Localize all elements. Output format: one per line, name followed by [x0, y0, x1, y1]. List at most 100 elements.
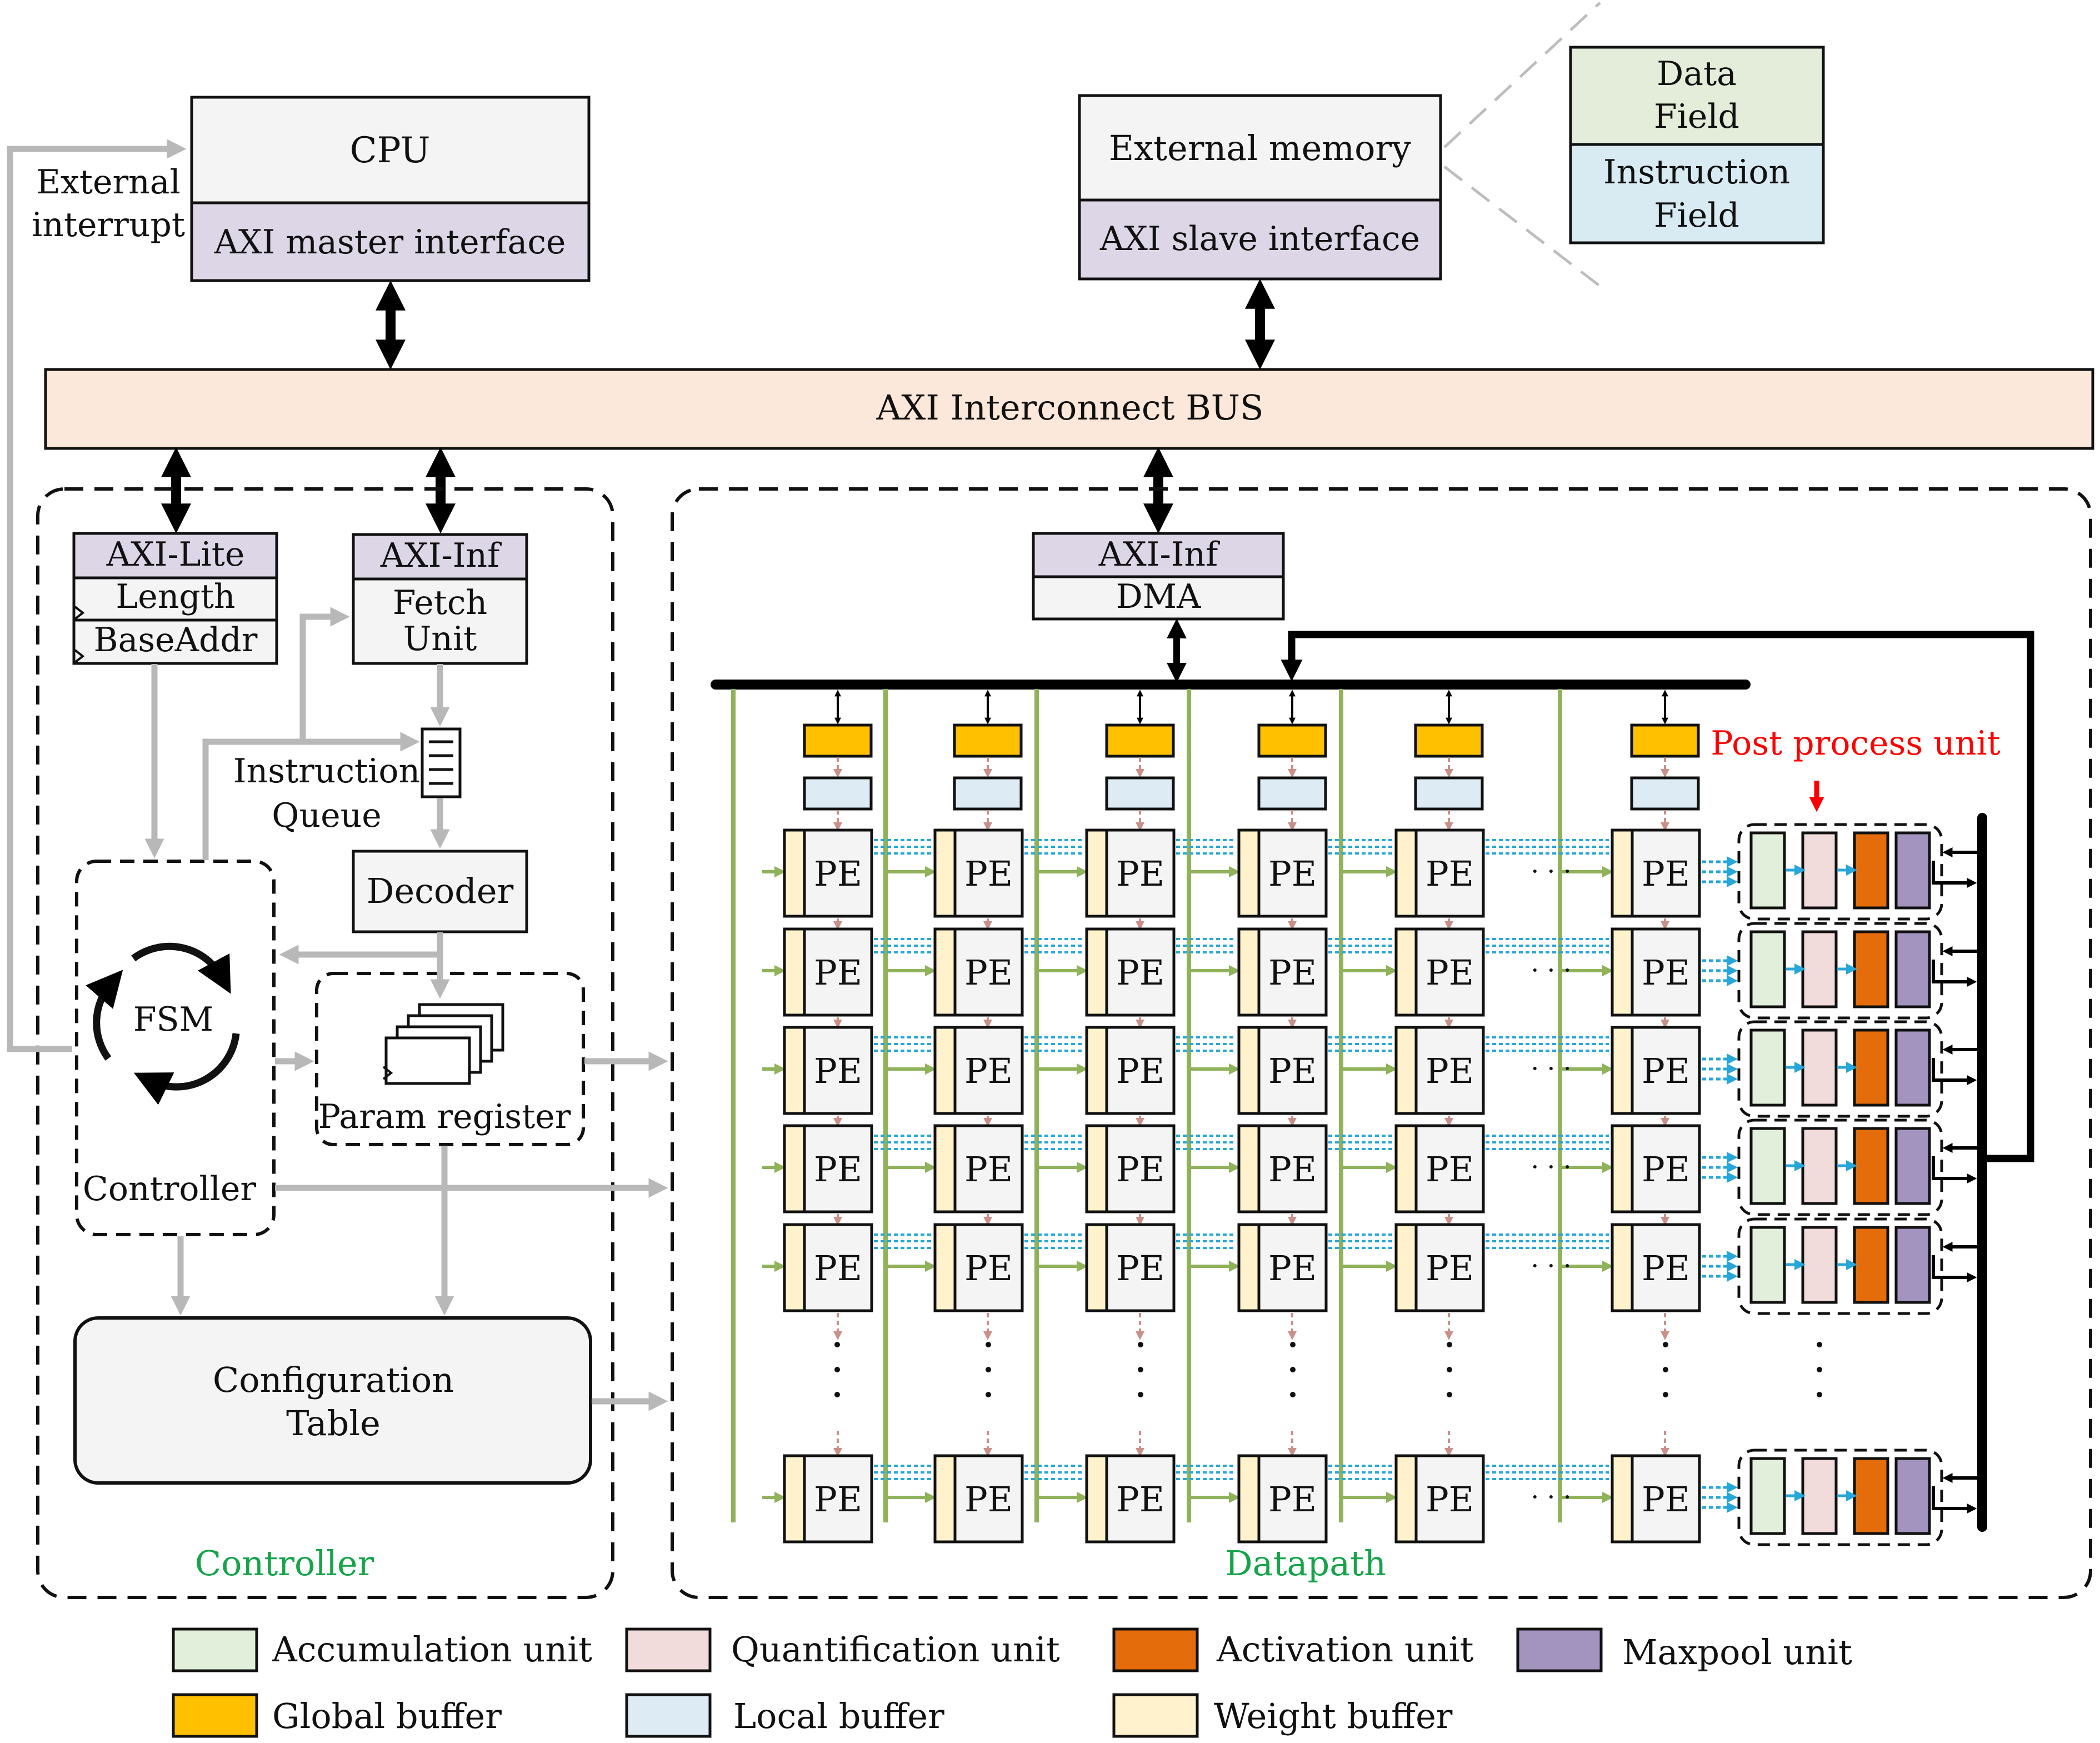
- global-buffer: [1414, 723, 1484, 758]
- decoder-label: Decoder: [367, 871, 514, 911]
- column-ellipsis: · · ·: [1531, 856, 1571, 886]
- weight-buffer: [783, 1026, 806, 1115]
- decoder-block: Decoder: [352, 850, 528, 933]
- legend-local-buffer-label: Local buffer: [733, 1696, 944, 1736]
- local-buffer: [1257, 776, 1327, 811]
- quantification-unit: [1801, 1127, 1838, 1205]
- pe-label: PE: [1426, 1149, 1474, 1190]
- weight-buffer: [783, 927, 806, 1017]
- quantification-unit: [1801, 930, 1838, 1008]
- postprocess-to-bus-arrow: [1932, 1486, 1977, 1514]
- maxpool-unit: [1894, 1457, 1931, 1535]
- postprocess-to-bus-arrow: [1932, 1255, 1977, 1282]
- pe-label: PE: [1268, 853, 1317, 894]
- pe-cell: [953, 828, 1024, 918]
- pe-label: PE: [1268, 1479, 1317, 1520]
- continuation-dot: [1447, 1367, 1452, 1372]
- column-ellipsis: · · ·: [1531, 1251, 1571, 1281]
- instruction-queue-label-1: Instruction: [233, 752, 420, 791]
- column-ellipsis: · · ·: [1531, 1482, 1571, 1512]
- legend-global-buffer: Global buffer: [172, 1693, 502, 1738]
- pe-label: PE: [1426, 1248, 1474, 1288]
- maxpool-unit: [1894, 930, 1931, 1008]
- pe-label: PE: [1268, 952, 1317, 993]
- datapath-region: [671, 487, 2092, 1599]
- pe-label: PE: [814, 1248, 862, 1288]
- global-buffer: [1630, 723, 1700, 758]
- postprocess-to-bus-arrow: [1932, 960, 1977, 987]
- external-interrupt-line2: interrupt: [32, 206, 185, 244]
- accumulation-unit: [1749, 831, 1786, 910]
- pe-cell: [1414, 828, 1485, 918]
- local-buffer: [1105, 776, 1175, 811]
- pe-label: PE: [1642, 1248, 1690, 1288]
- pe-cell: [953, 1223, 1024, 1312]
- pe-cell: [803, 828, 873, 918]
- accumulation-unit: [1749, 930, 1786, 1008]
- continuation-dot: [1290, 1392, 1296, 1397]
- pe-label: PE: [1268, 1051, 1317, 1091]
- datapath-region-label: Datapath: [1225, 1543, 1386, 1584]
- pe-cell: [803, 1454, 873, 1544]
- activation-unit: [1853, 1028, 1889, 1107]
- legend-accumulation-label: Accumulation unit: [272, 1629, 592, 1670]
- global-buffer: [803, 723, 873, 758]
- weight-buffer: [1611, 1223, 1634, 1312]
- weight-buffer: [1237, 1026, 1261, 1115]
- weight-buffer: [933, 1223, 957, 1312]
- weight-buffer: [1394, 1223, 1418, 1312]
- memory-zoom-lines: [1443, 2, 1601, 287]
- continuation-dot: [1138, 1392, 1143, 1397]
- external-memory-title: External memory: [1109, 128, 1411, 168]
- legend-weight-buffer: Weight buffer: [1112, 1693, 1453, 1738]
- pe-label: PE: [1268, 1248, 1317, 1288]
- weight-buffer: [1394, 1026, 1418, 1115]
- instruction-queue-icon: [421, 727, 462, 798]
- accumulation-unit: [1749, 1028, 1786, 1107]
- weight-buffer: [1394, 1124, 1418, 1213]
- pe-label: PE: [814, 1479, 862, 1520]
- post-process-unit-label: Post process unit: [1711, 724, 2001, 763]
- pe-label: PE: [1426, 952, 1474, 993]
- continuation-dot: [1290, 1367, 1296, 1372]
- global-buffer: [1257, 723, 1327, 758]
- weight-buffer: [1237, 1223, 1261, 1312]
- pe-cell: [1257, 1223, 1328, 1312]
- continuation-dot: [1817, 1342, 1822, 1347]
- baseaddr-register-label: BaseAddr: [94, 621, 258, 660]
- weight-buffer: [1394, 1454, 1418, 1544]
- continuation-dot: [834, 1367, 840, 1372]
- continuation-dot: [986, 1392, 991, 1397]
- weight-buffer: [1611, 1026, 1634, 1115]
- pe-cell: [1631, 1223, 1701, 1312]
- cpu-interface-label: AXI master interface: [214, 223, 566, 262]
- quantification-unit: [1801, 831, 1838, 910]
- pe-label: PE: [1642, 853, 1690, 894]
- post-process-group: [1737, 823, 1943, 921]
- continuation-dot: [1817, 1367, 1822, 1372]
- pe-cell: [1105, 1223, 1176, 1312]
- continuation-dot: [1447, 1392, 1452, 1397]
- quantification-unit: [1801, 1028, 1838, 1107]
- feedback-path: [1281, 631, 2034, 1162]
- continuation-dot: [834, 1342, 840, 1347]
- dma-label: DMA: [1116, 577, 1202, 616]
- weight-buffer: [1237, 1124, 1261, 1213]
- column-ellipsis: · · ·: [1531, 1053, 1571, 1083]
- pe-cell: [1257, 1454, 1328, 1544]
- column-continuation-dots: [834, 1342, 1822, 1397]
- post-process-group: [1737, 1449, 1943, 1546]
- post-process-array: [1737, 823, 1978, 1546]
- continuation-dot: [986, 1342, 991, 1347]
- pe-label: PE: [964, 853, 1013, 894]
- length-register-label: Length: [116, 577, 235, 616]
- post-process-group: [1737, 922, 1943, 1020]
- pe-cell: [803, 927, 873, 1017]
- pe-label: PE: [1426, 853, 1474, 894]
- pe-cell: [1257, 828, 1328, 918]
- data-field-label-1: Data: [1657, 54, 1737, 93]
- fsm-controller-block: FSM Controller: [75, 860, 276, 1236]
- weight-buffer: [1085, 1454, 1108, 1544]
- weight-buffer: [933, 927, 957, 1017]
